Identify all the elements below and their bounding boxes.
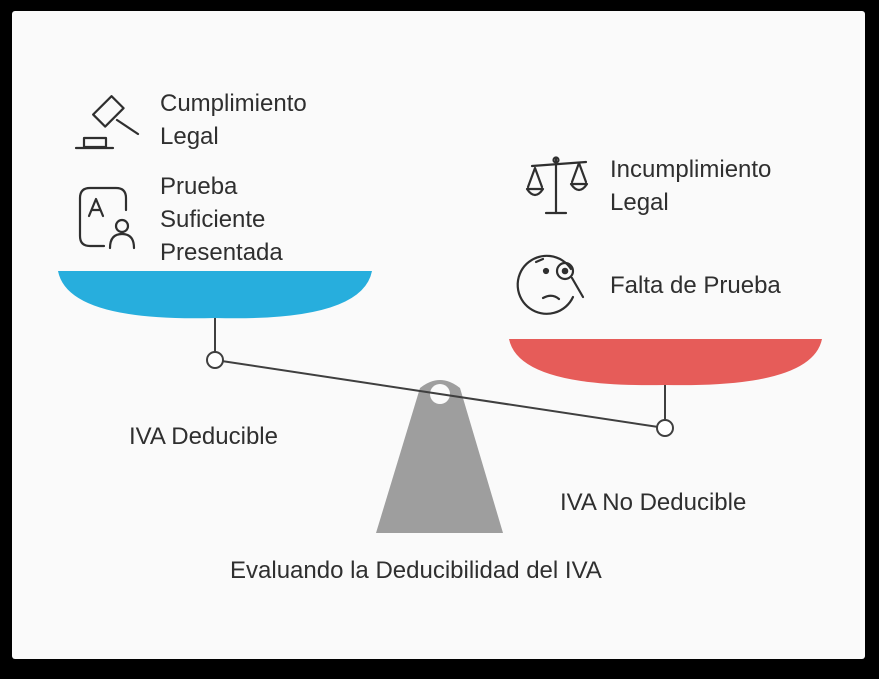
item-incumplimiento-legal: Incumplimiento Legal [610, 156, 772, 216]
item-cumplimiento-legal: Cumplimiento Legal [160, 90, 307, 150]
scales-icon [525, 156, 589, 215]
left-side-label: IVA Deducible [129, 423, 278, 450]
diagram-title: Evaluando la Deducibilidad del IVA [230, 557, 602, 584]
right-joint [656, 419, 674, 437]
diagram-card [12, 11, 865, 659]
monocle-face-icon [516, 254, 585, 315]
document-person-icon [78, 186, 136, 250]
balance-beam [214, 359, 666, 429]
left-joint [206, 351, 224, 369]
gavel-icon [74, 95, 140, 150]
fulcrum [376, 380, 503, 533]
item-falta-de-prueba: Falta de Prueba [610, 272, 781, 299]
right-pan [509, 339, 822, 386]
item-prueba-suficiente: Prueba Suficiente Presentada [160, 173, 283, 266]
left-pan [58, 271, 372, 319]
right-side-label: IVA No Deducible [560, 489, 747, 516]
